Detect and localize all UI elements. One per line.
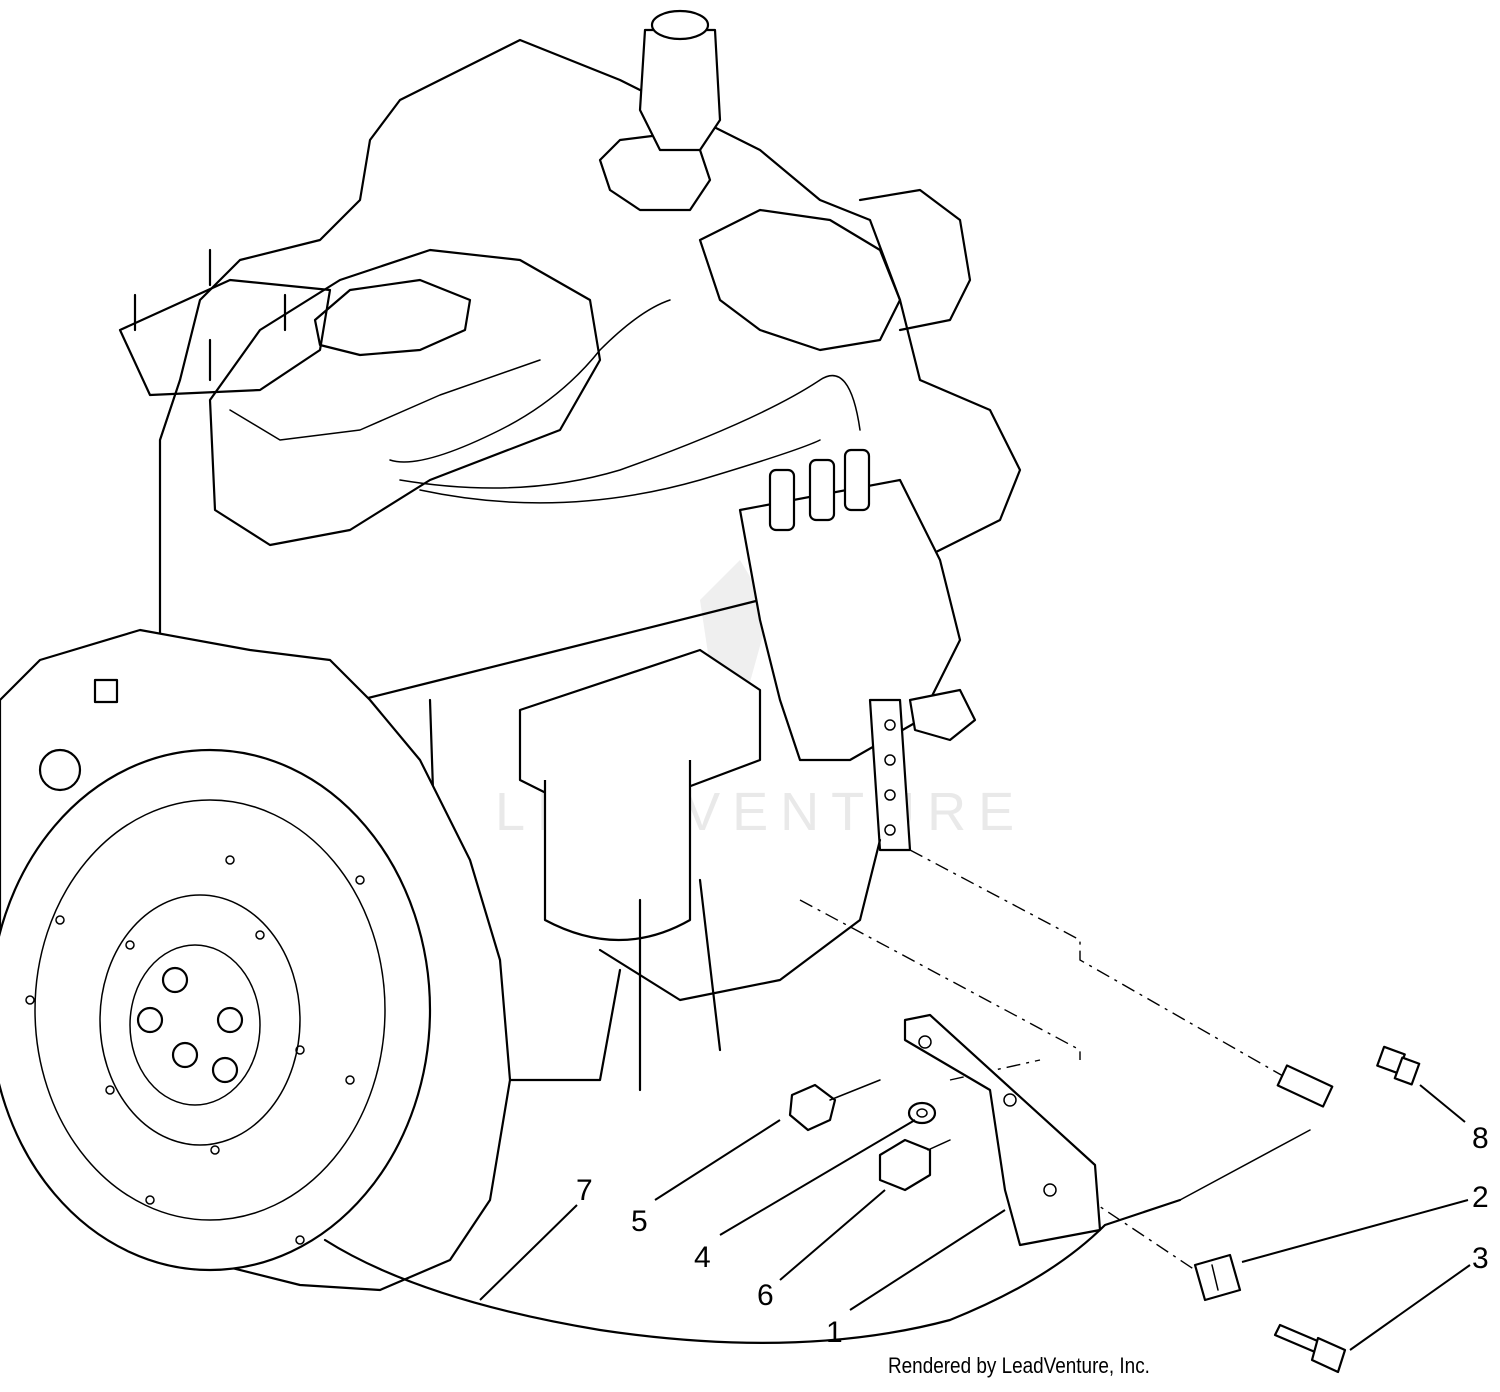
part-1-bracket [903, 1013, 1102, 1247]
render-credit: Rendered by LeadVenture, Inc. [888, 1353, 1150, 1378]
part-3-screw [1273, 1323, 1347, 1374]
callout-labels: 8 2 3 5 4 6 1 7 [576, 1122, 1489, 1349]
callout-2: 2 [1472, 1181, 1489, 1214]
part-6-bolt [878, 1138, 951, 1192]
callout-8: 8 [1472, 1122, 1489, 1155]
part-5-bolt [788, 1079, 881, 1132]
engine-assembly [0, 9, 1022, 1292]
callout-7: 7 [576, 1174, 593, 1207]
part-8-fitting [1376, 1045, 1421, 1086]
callout-6: 6 [757, 1279, 774, 1312]
callout-3: 3 [1472, 1242, 1489, 1275]
part-4-washer [907, 1101, 937, 1125]
callout-1: 1 [826, 1316, 843, 1349]
part-7-cable [323, 1064, 1334, 1344]
part-2-clip [1193, 1253, 1242, 1302]
callout-5: 5 [631, 1205, 648, 1238]
callout-4: 4 [694, 1241, 711, 1274]
callout-leaders [479, 1084, 1471, 1351]
